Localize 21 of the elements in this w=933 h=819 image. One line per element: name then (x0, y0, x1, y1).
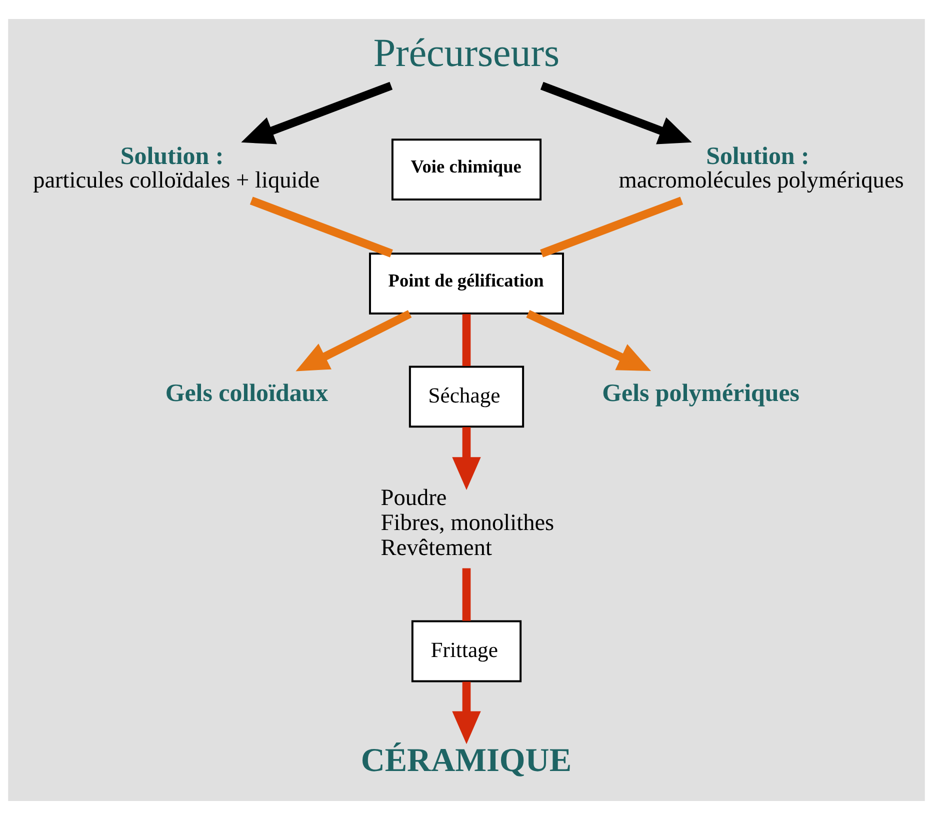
node-box: Frittage (411, 620, 522, 682)
connector (462, 314, 471, 366)
arrow (540, 81, 692, 144)
node-text: Solution : macromolécules polymériques (618, 142, 904, 193)
node-box: Séchage (408, 365, 524, 428)
connector (250, 196, 393, 257)
arrow (452, 426, 481, 490)
node-text: CÉRAMIQUE (360, 742, 572, 779)
arrow (241, 81, 393, 144)
node-text: Gels polymériques (602, 379, 800, 406)
node-text: Solution : particules colloïdales + liquide (33, 142, 320, 193)
arrow (452, 681, 481, 744)
node-text: Gels colloïdaux (165, 379, 328, 406)
arrow (526, 310, 652, 370)
arrow (296, 310, 412, 371)
node-box: Voie chimique (391, 138, 542, 200)
node-text: Poudre Fibres, monolithes Revêtement (380, 484, 554, 561)
node-text: Précurseurs (373, 29, 560, 74)
connector (462, 568, 471, 620)
connector (540, 196, 684, 257)
node-box: Point de gélification (369, 252, 564, 314)
